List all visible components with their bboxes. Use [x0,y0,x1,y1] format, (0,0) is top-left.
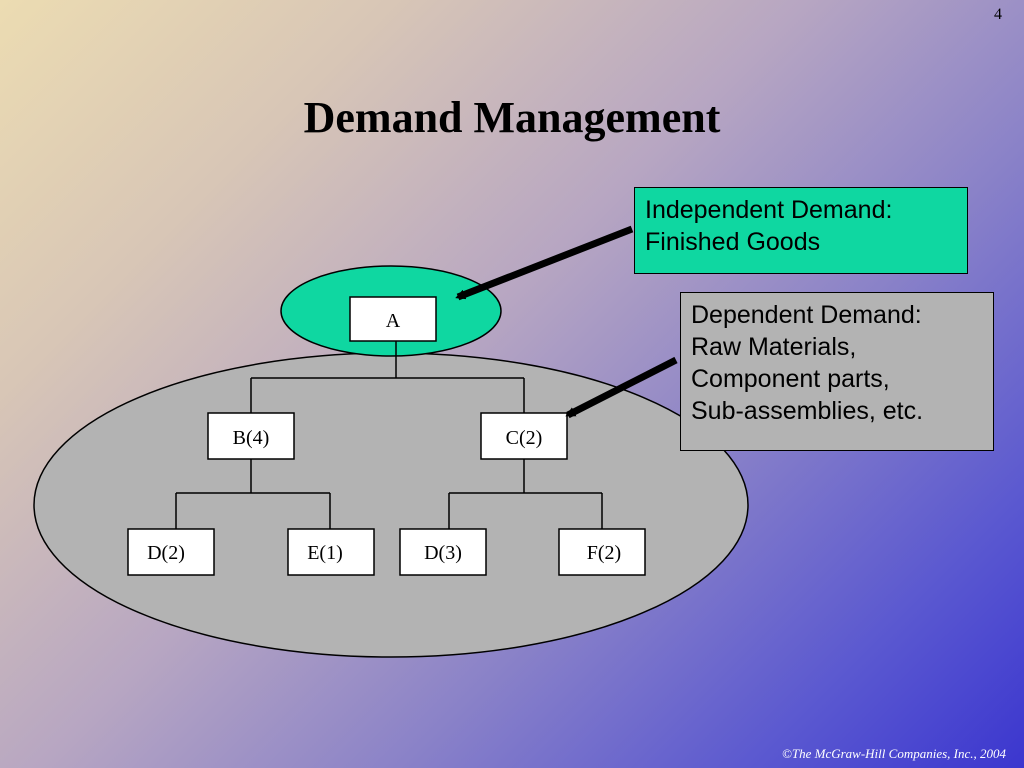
tree-node-e1-label: E(1) [307,542,343,564]
tree-node-d3: D(3) [399,528,487,576]
dependent-demand-region [33,352,749,658]
dependent-demand-line-3: Component parts, [691,365,890,393]
tree-node-d2-label: D(2) [147,542,185,564]
independent-demand-line-2: Finished Goods [645,228,821,256]
tree-node-root: A [349,296,437,342]
tree-connectors [175,341,603,529]
independent-demand-callout: Independent Demand: Finished Goods [634,187,968,274]
dependent-demand-callout: Dependent Demand: Raw Materials, Compone… [680,292,994,451]
slide-number: 4 [994,6,1002,23]
tree-node-d3-label: D(3) [424,542,462,564]
dependent-demand-line-4: Sub-assemblies, etc. [691,397,924,425]
tree-node-d2: D(2) [127,528,215,576]
dependent-demand-line-2: Raw Materials, [691,333,857,361]
slide-title: Demand Management [303,93,721,142]
tree-node-f2: F(2) [558,528,646,576]
tree-node-root-label: A [386,310,401,332]
independent-demand-arrow [455,225,634,301]
dependent-demand-line-1: Dependent Demand: [691,301,922,329]
tree-node-f2-label: F(2) [587,542,621,564]
tree-node-b-label: B(4) [233,427,270,449]
tree-node-c: C(2) [480,412,568,460]
tree-node-b: B(4) [207,412,295,460]
tree-node-e1: E(1) [287,528,375,576]
independent-demand-line-1: Independent Demand: [645,196,893,224]
copyright-footer: ©The McGraw-Hill Companies, Inc., 2004 [782,746,1006,761]
dependent-demand-arrow [565,356,678,419]
tree-node-c-label: C(2) [506,427,543,449]
